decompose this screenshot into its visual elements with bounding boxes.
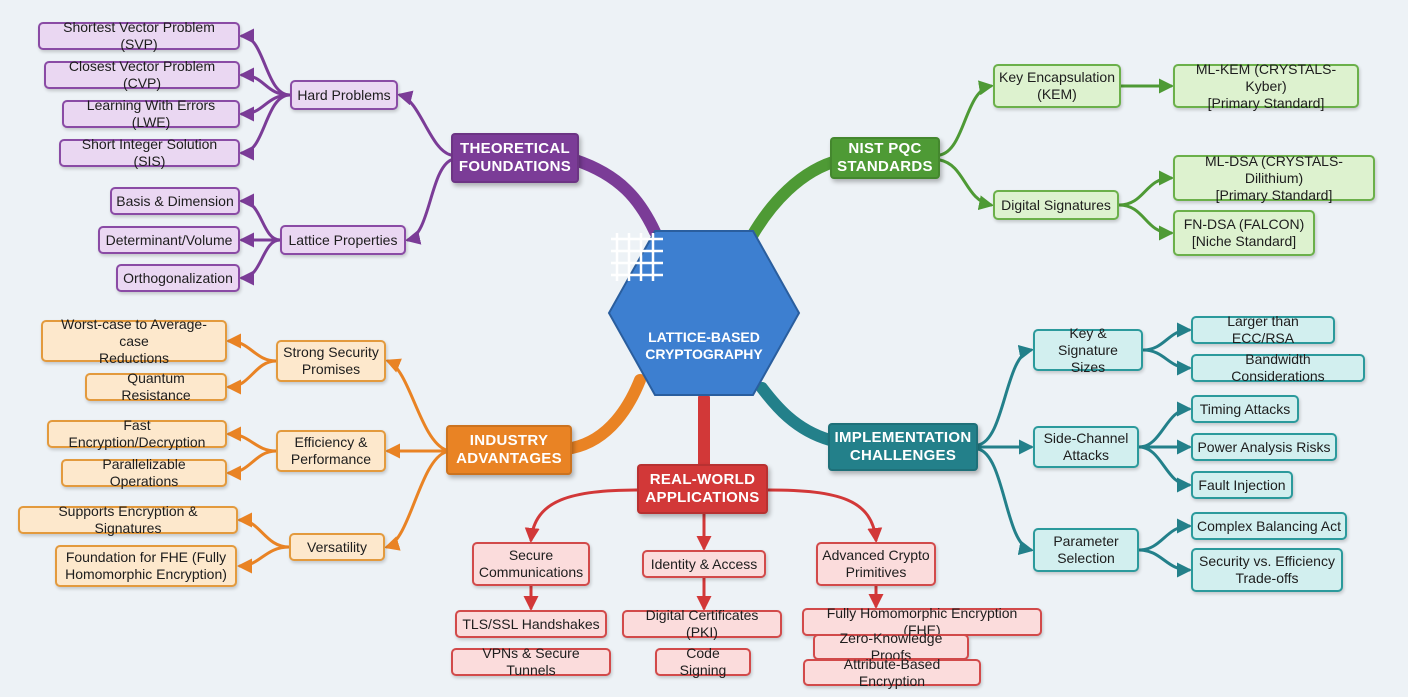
leaf-security-vs-efficiency[interactable]: Security vs. Efficiency Trade-offs: [1191, 548, 1343, 592]
leaf-svp[interactable]: Shortest Vector Problem (SVP): [38, 19, 240, 52]
branch-implementation-challenges[interactable]: IMPLEMENTATION CHALLENGES: [828, 423, 978, 471]
leaf-cvp[interactable]: Closest Vector Problem (CVP): [44, 58, 240, 91]
branch-theoretical-foundations[interactable]: THEORETICAL FOUNDATIONS: [451, 133, 579, 183]
leaf-ml-dsa[interactable]: ML-DSA (CRYSTALS-Dilithium) [Primary Sta…: [1173, 153, 1375, 203]
conn-parameter: [976, 447, 1034, 556]
conn-lp-0: [239, 193, 282, 242]
leaf-larger-than-ecc-rsa[interactable]: Larger than ECC/RSA: [1191, 313, 1335, 346]
conn-v-1: [237, 545, 291, 574]
leaf-complex-balancing-act[interactable]: Complex Balancing Act: [1191, 512, 1347, 540]
leaf-supports-encryption-signatures[interactable]: Supports Encryption & Signatures: [18, 503, 238, 536]
group-advanced-crypto-primitives[interactable]: Advanced Crypto Primitives: [816, 542, 936, 586]
leaf-basis-dimension[interactable]: Basis & Dimension: [110, 187, 240, 215]
conn-hp-2: [239, 93, 292, 122]
hexagon-shape: [607, 230, 801, 396]
conn-hp-1: [239, 67, 292, 97]
group-key-signature-sizes[interactable]: Key & Signature Sizes: [1033, 325, 1143, 375]
group-key-encapsulation[interactable]: Key Encapsulation (KEM): [993, 64, 1121, 108]
group-digital-signatures[interactable]: Digital Signatures: [993, 190, 1119, 220]
conn-dig-sig: [938, 158, 994, 211]
conn-versatility: [384, 450, 448, 551]
branch-nist-pqc-standards[interactable]: NIST PQC STANDARDS: [830, 137, 940, 179]
leaf-ml-kem[interactable]: ML-KEM (CRYSTALS-Kyber) [Primary Standar…: [1173, 61, 1359, 111]
conn-ep-1: [226, 449, 278, 481]
conn-hp-3: [239, 93, 292, 161]
group-efficiency-performance[interactable]: Efficiency & Performance: [276, 430, 386, 472]
leaf-fully-homomorphic-encryption[interactable]: Fully Homomorphic Encryption (FHE): [802, 605, 1042, 638]
conn-sc-2: [1137, 445, 1192, 493]
conn-ep-0: [226, 426, 278, 453]
conn-hard-problems: [397, 90, 453, 157]
leaf-tls-ssl-handshakes[interactable]: TLS/SSL Handshakes: [455, 610, 607, 638]
leaf-fn-dsa[interactable]: FN-DSA (FALCON) [Niche Standard]: [1173, 210, 1315, 256]
leaf-bandwidth-considerations[interactable]: Bandwidth Considerations: [1191, 351, 1365, 384]
branch-industry-advantages[interactable]: INDUSTRY ADVANTAGES: [446, 425, 572, 475]
group-parameter-selection[interactable]: Parameter Selection: [1033, 528, 1139, 572]
conn-hp-0: [239, 28, 292, 97]
leaf-zero-knowledge-proofs[interactable]: Zero-Knowledge Proofs: [813, 630, 969, 663]
leaf-code-signing[interactable]: Code Signing: [655, 645, 751, 678]
leaf-timing-attacks[interactable]: Timing Attacks: [1191, 395, 1299, 423]
conn-ks-1: [1141, 348, 1192, 376]
connector-nist: [746, 154, 846, 242]
conn-strong-security: [385, 358, 448, 452]
group-versatility[interactable]: Versatility: [289, 533, 385, 561]
group-side-channel-attacks[interactable]: Side-Channel Attacks: [1033, 426, 1139, 468]
central-topic-title: LATTICE-BASED CRYPTOGRAPHY: [645, 329, 763, 362]
leaf-attribute-based-encryption[interactable]: Attribute-Based Encryption: [803, 656, 981, 689]
group-secure-communications[interactable]: Secure Communications: [472, 542, 590, 586]
leaf-quantum-resistance[interactable]: Quantum Resistance: [85, 370, 227, 403]
conn-ks-0: [1141, 322, 1192, 352]
conn-lattice-properties: [405, 158, 453, 245]
leaf-worst-case-reductions[interactable]: Worst-case to Average-case Reductions: [41, 316, 227, 366]
conn-v-0: [237, 512, 291, 549]
leaf-lwe[interactable]: Learning With Errors (LWE): [62, 97, 240, 130]
conn-key-sizes: [976, 344, 1034, 447]
group-identity-access[interactable]: Identity & Access: [642, 550, 766, 578]
leaf-vpns-secure-tunnels[interactable]: VPNs & Secure Tunnels: [451, 645, 611, 678]
conn-lp-2: [239, 238, 282, 286]
leaf-foundation-fhe[interactable]: Foundation for FHE (Fully Homomorphic En…: [55, 545, 237, 587]
leaf-parallelizable-operations[interactable]: Parallelizable Operations: [61, 456, 227, 489]
conn-secure-comms: [524, 488, 642, 543]
leaf-power-analysis-risks[interactable]: Power Analysis Risks: [1191, 433, 1337, 461]
group-lattice-properties[interactable]: Lattice Properties: [280, 225, 406, 255]
leaf-determinant-volume[interactable]: Determinant/Volume: [98, 226, 240, 254]
leaf-sis[interactable]: Short Integer Solution (SIS): [59, 136, 240, 169]
conn-ss-1: [226, 359, 278, 395]
leaf-digital-certificates[interactable]: Digital Certificates (PKI): [622, 607, 782, 640]
conn-advanced: [766, 488, 883, 543]
leaf-fault-injection[interactable]: Fault Injection: [1191, 471, 1293, 499]
branch-real-world-applications[interactable]: REAL-WORLD APPLICATIONS: [637, 464, 768, 514]
conn-ps-1: [1137, 548, 1192, 578]
central-topic[interactable]: LATTICE-BASED CRYPTOGRAPHY: [607, 229, 801, 397]
leaf-fast-encryption[interactable]: Fast Encryption/Decryption: [47, 417, 227, 450]
leaf-orthogonalization[interactable]: Orthogonalization: [116, 264, 240, 292]
conn-sc-0: [1137, 401, 1192, 449]
conn-fn-dsa: [1117, 203, 1174, 241]
connector-theoretical: [569, 154, 661, 238]
conn-kem: [938, 80, 994, 157]
conn-ml-dsa: [1117, 170, 1174, 207]
group-hard-problems[interactable]: Hard Problems: [290, 80, 398, 110]
conn-ss-0: [226, 333, 278, 363]
conn-ps-0: [1137, 518, 1192, 552]
lattice-grid-icon: [611, 233, 663, 281]
group-strong-security[interactable]: Strong Security Promises: [276, 340, 386, 382]
